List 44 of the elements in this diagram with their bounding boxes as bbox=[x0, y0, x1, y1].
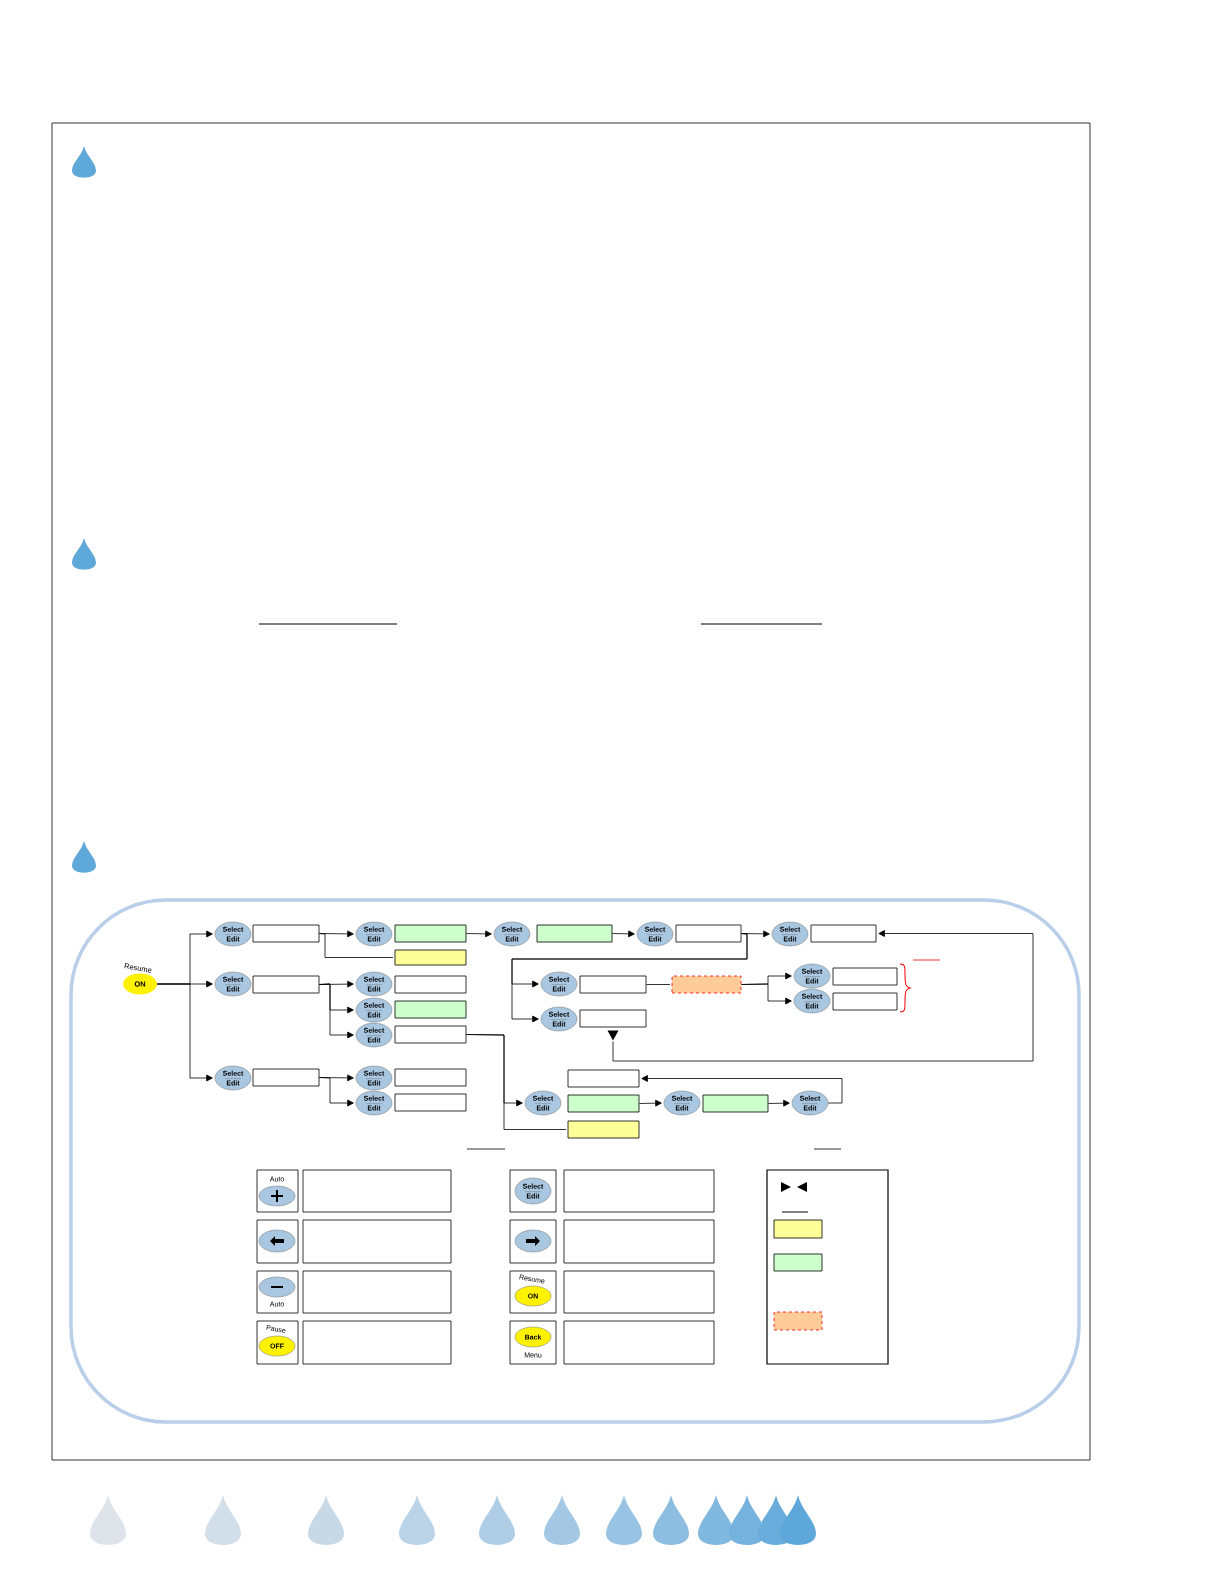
screen-box bbox=[675, 924, 742, 943]
screen-box bbox=[394, 1093, 467, 1112]
screen-box bbox=[394, 1025, 467, 1044]
screen-box bbox=[394, 1068, 467, 1087]
screen-box bbox=[567, 1069, 640, 1088]
screen-box bbox=[394, 975, 467, 994]
arrow bbox=[768, 1099, 790, 1107]
description-box bbox=[302, 1219, 452, 1264]
screen-box bbox=[394, 1000, 467, 1019]
connector-line bbox=[466, 1034, 567, 1130]
description-box bbox=[302, 1270, 452, 1314]
connector-line bbox=[646, 984, 671, 985]
arrow bbox=[741, 983, 792, 1005]
description-box bbox=[302, 1169, 452, 1213]
screen-box bbox=[252, 1068, 320, 1087]
screen-box bbox=[536, 924, 613, 943]
screen-box bbox=[702, 1094, 769, 1113]
arrow bbox=[156, 983, 213, 1082]
screen-box bbox=[394, 949, 467, 966]
arrow bbox=[319, 983, 354, 1039]
arrow bbox=[466, 930, 492, 938]
screen-box bbox=[832, 992, 898, 1011]
screen-box bbox=[671, 975, 742, 994]
screen-box bbox=[394, 924, 467, 943]
connector-line bbox=[319, 933, 394, 958]
screen-box bbox=[252, 924, 320, 943]
screen-box bbox=[579, 1009, 647, 1028]
screen-box bbox=[567, 1120, 640, 1139]
screen-box bbox=[579, 975, 647, 994]
description-box bbox=[563, 1270, 715, 1314]
arrow bbox=[641, 1075, 843, 1104]
screen-box bbox=[252, 975, 320, 994]
arrow bbox=[319, 1077, 354, 1107]
arrow bbox=[607, 930, 1034, 1062]
description-box bbox=[563, 1219, 715, 1264]
arrow bbox=[639, 1099, 662, 1107]
arrow bbox=[511, 933, 748, 1023]
screen-box bbox=[567, 1094, 640, 1113]
description-box bbox=[563, 1320, 715, 1365]
description-box bbox=[302, 1320, 452, 1365]
screen-box bbox=[832, 967, 898, 986]
arrow bbox=[612, 930, 635, 938]
description-box bbox=[563, 1169, 715, 1213]
screen-box bbox=[810, 924, 877, 943]
